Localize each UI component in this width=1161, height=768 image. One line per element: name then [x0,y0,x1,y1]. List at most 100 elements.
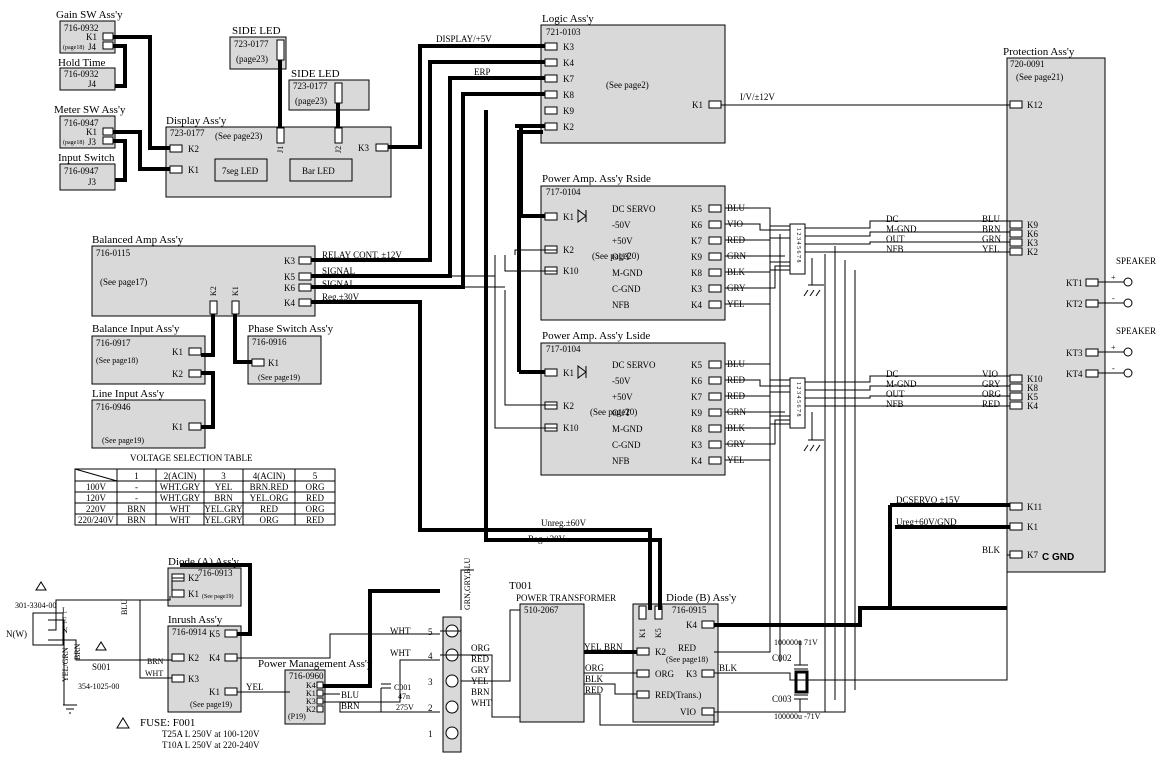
amp-l-page: (See page20) [590,407,637,417]
balance-input-k1: K1 [172,347,183,357]
balanced-amp-assy: Balanced Amp Ass'y 716-0115 (See page17)… [91,234,402,317]
t001-name: T001 [509,580,532,592]
gain-sw-title: Gain SW Ass'y [56,9,123,21]
amp-r-title: Power Amp. Ass'y Rside [542,173,651,185]
amp_r-row-5-k: K3 [691,284,702,294]
vt-header-2: 2(ACIN) [164,471,197,481]
spk_l-row-2-name: OUT [886,389,905,399]
amp_r-row-0-k: K5 [691,204,702,214]
voltage-table-title: VOLTAGE SELECTION TABLE [130,453,253,463]
terminal-out-gry: GRY [471,665,490,675]
meter-sw-title: Meter SW Ass'y [54,104,126,116]
amp_r-row-0-name: DC SERVO [612,204,656,214]
vt-cell-3-3: YEL.GRY [204,515,243,525]
terminal-3: 3 [428,677,433,687]
power-mgmt-title: Power Management Ass'y [258,658,373,670]
protection-part: 720-0091 [1010,59,1045,69]
amp-l-k10: K10 [563,423,579,433]
amp-l-title: Power Amp. Ass'y Lside [542,330,650,342]
vt-cell-3-5: RED [306,515,325,525]
spk_r-row-1-color: BRN [982,224,1001,234]
amp-r-k2: K2 [563,245,574,255]
phase-switch-title: Phase Switch Ass'y [248,323,334,335]
spk-l-plus: + [1111,343,1116,352]
protection-k11: K11 [1027,502,1042,512]
logic-k8: K8 [563,90,574,100]
terminal-out-brn: BRN [471,687,490,697]
mains-brn-2: BRN [147,657,164,666]
diode-b-k4: K4 [686,620,697,630]
erp-label: ERP [474,67,491,77]
logic-k7: K7 [563,74,574,84]
logic-k9: K9 [563,106,574,116]
phase-switch-part: 716-0916 [252,337,287,347]
hold-time-assy: Hold Time 716-0932 J4 [58,57,116,91]
balanced-amp-k5: K5 [284,272,295,282]
mains-yel: YEL [246,682,264,692]
side-led-1-title: SIDE LED [232,25,281,37]
vt-cell-1-4: YEL.ORG [250,493,289,503]
diode-a-k1: K1 [188,589,199,599]
logic-title: Logic Ass'y [542,13,594,25]
spk_l-row-0-color: VIO [982,369,998,379]
amp_r-row-4-k: K8 [691,268,702,278]
logic-k3: K3 [563,42,574,52]
phase-switch-k1: K1 [268,358,279,368]
iv-12v-label: I/V/±12V [740,92,775,102]
t001-red: RED [585,685,604,695]
speaker-label-r: SPEAKER [1116,256,1156,266]
t001-blk: BLK [585,674,604,684]
signal-2-label: SIGNAL [322,279,355,289]
protection-k4: K4 [1027,401,1038,411]
amp_r-row-1-name: -50V [612,220,631,230]
signal-1-label: SIGNAL [322,266,355,276]
protection-title: Protection Ass'y [1003,46,1075,58]
vt-cell-2-3: YEL.GRY [204,504,243,514]
balanced-amp-k3: K3 [284,256,295,266]
inrush-k4: K4 [209,653,220,663]
diode-b-k3: K3 [686,669,697,679]
protection-k2: K2 [1027,247,1038,257]
amp-l-part: 717-0104 [546,344,581,354]
seg-led-label: 7seg LED [222,166,259,176]
power-mgmt-k4: K4 [306,681,316,690]
diode-b-red: RED [678,643,697,653]
meter-sw-k1: K1 [86,127,97,137]
input-switch-j3: J3 [88,177,97,187]
inrush-k3: K3 [188,674,199,684]
protection-cgnd: C GND [1042,552,1074,563]
spk_l-row-2-color: ORG [982,389,1002,399]
diode-a-page: (See page19) [202,593,234,600]
c001-volt: 275V [396,703,414,712]
terminal-4: 4 [428,651,433,661]
fuse-line-1: T25A L 250V at 100-120V [162,729,260,739]
mains-l: L [62,606,67,615]
amp_l-row-6-k: K4 [691,456,702,466]
spk_l-row-3-color: RED [982,399,1001,409]
meter-sw-assy: Meter SW Ass'y 716-0947 K1 (page18) J3 [54,104,126,149]
gain-sw-part: 716-0932 [64,23,99,33]
vt-header-1: 1 [134,471,139,481]
diode-b-k1: K1 [638,628,647,638]
display-k3: K3 [358,143,369,153]
vt-cell-0-2: WHT.GRY [160,482,201,492]
spk_l-row-1-color: GRY [982,379,1001,389]
phase-switch-assy: Phase Switch Ass'y 716-0916 K1 (See page… [247,323,334,385]
balance-input-k2: K2 [172,369,183,379]
fuse-title: FUSE: F001 [140,717,195,729]
s001-label: S001 [92,662,111,672]
balance-input-part: 716-0917 [96,338,131,348]
gain-sw-page: (page18) [63,44,84,51]
vt-cell-2-2: WHT [170,504,191,514]
protection-kt1: KT1 [1066,278,1083,288]
line-input-page: (See page19) [102,436,144,445]
meter-sw-page: (page18) [63,139,84,146]
power-transformer: T001 POWER TRANSFORMER 510-2067 YEL BRN … [509,580,623,723]
amp_l-row-0-name: DC SERVO [612,360,656,370]
balanced-amp-page: (See page17) [100,277,147,287]
mains-part-1: 301-3304-00 [15,601,56,610]
blk-cgnd-label: BLK [982,545,1001,555]
spk-r-plus: + [1111,273,1116,282]
spk_r-row-1-name: M-GND [886,224,917,234]
spk-l-minus: - [1112,364,1115,373]
